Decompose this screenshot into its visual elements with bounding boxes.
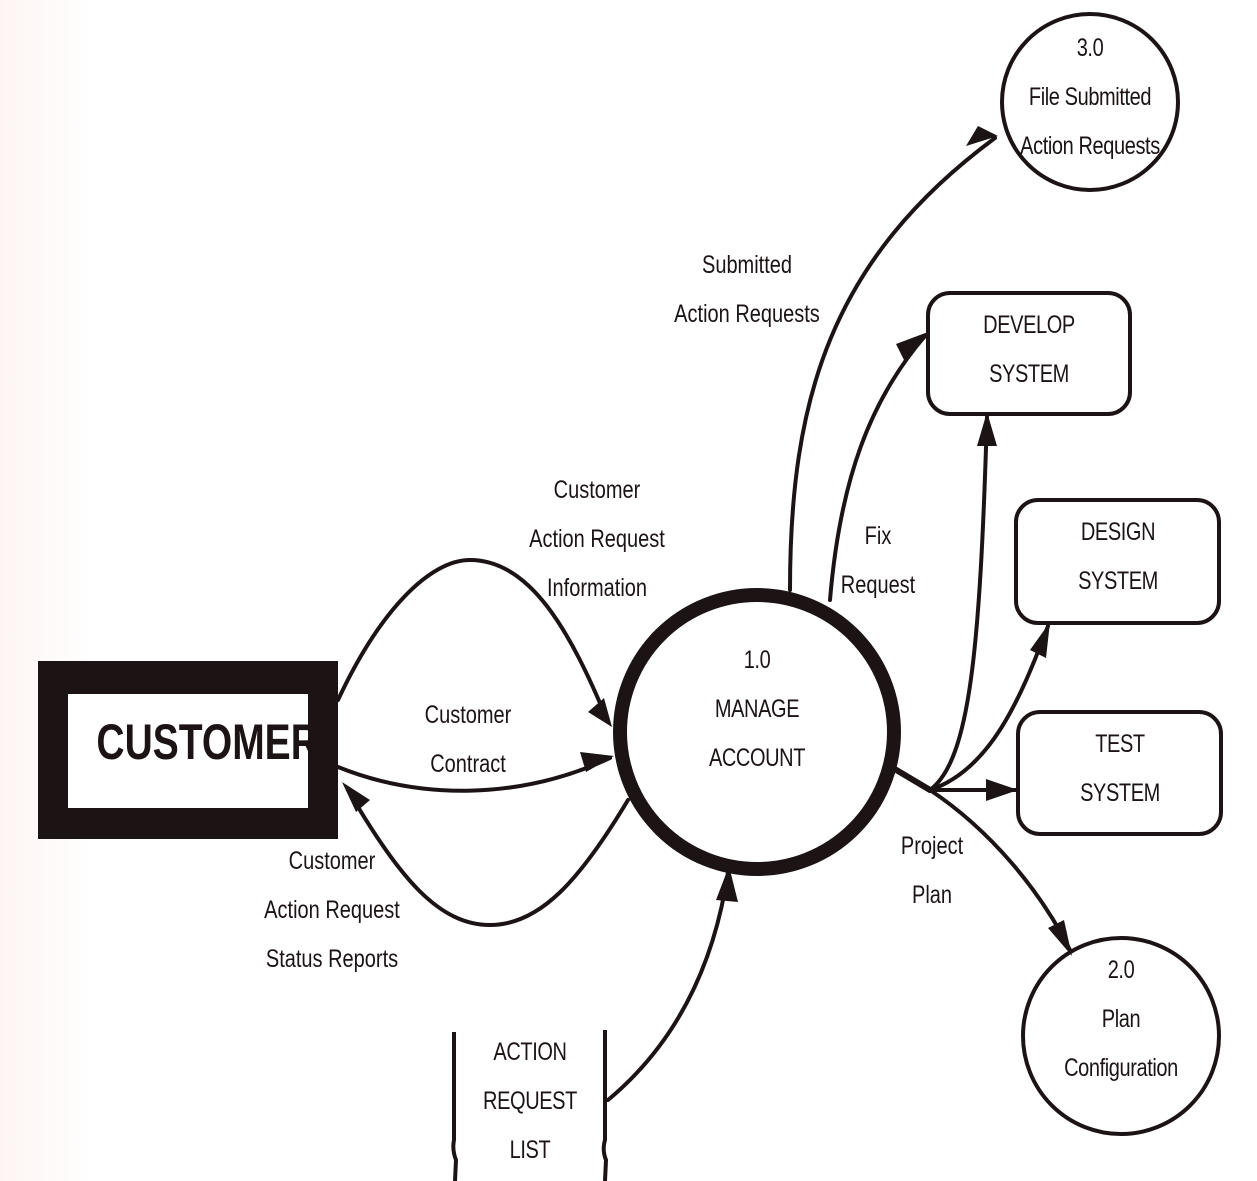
flow-label-customer-contract: Customer Contract [388,691,548,789]
flow-label-line: Action Request [529,525,665,553]
arrowhead-icon [342,782,370,812]
process-1-label: 1.0 MANAGE ACCOUNT [677,636,837,783]
arrowhead-icon [580,752,614,772]
flow-label-line: Project [900,832,964,860]
flow-customer-action-request-information[interactable] [336,557,610,724]
flow-fix-request[interactable] [828,334,927,602]
action-request-list-store[interactable] [451,1030,609,1181]
flow-label-line: Submitted [701,251,793,279]
flow-customer-contract[interactable] [336,756,612,793]
develop-system-line-1: DEVELOP [983,311,1075,339]
flow-label-line: Customer [288,847,376,875]
design-system-label: DESIGN SYSTEM [1037,508,1199,606]
action-request-list-label: ACTION REQUEST LIST [470,1028,590,1175]
process-1-number: 1.0 [743,646,771,674]
test-system-label: TEST SYSTEM [1039,720,1201,818]
process-2-label: 2.0 Plan Configuration [1041,946,1201,1093]
customer-entity[interactable] [38,661,338,839]
flow-label-line: Fix [864,522,892,550]
flow-label-line: Plan [911,881,953,909]
flow-label-line: Request [840,571,916,599]
design-system-box[interactable] [1014,498,1221,625]
flow-action-request-list[interactable] [606,870,730,1102]
flow-branch-trunk [890,765,933,793]
arrowhead-icon [977,412,997,446]
process-3-line-2: Action Requests [1020,132,1160,160]
flow-label-action-request-information: Customer Action Request Information [517,466,677,613]
process-3-number: 3.0 [1076,34,1104,62]
arrowhead-icon [1030,622,1050,658]
process-1-circle[interactable] [613,588,901,876]
arrowhead-icon [896,332,928,360]
store-line-2: REQUEST [483,1087,577,1115]
store-line-3: LIST [509,1136,551,1164]
arrowhead-icon [716,866,738,902]
design-system-line-2: SYSTEM [1078,567,1158,595]
process-3-line-1: File Submitted [1028,83,1152,111]
process-2-line-2: Configuration [1064,1054,1178,1082]
flow-label-line: Status Reports [265,945,399,973]
process-1-line-2: ACCOUNT [708,744,806,772]
flow-label-line: Action Requests [674,300,820,328]
store-right-edge [601,1030,609,1181]
store-left-edge [451,1032,459,1181]
develop-system-label: DEVELOP SYSTEM [948,301,1110,399]
test-system-line-1: TEST [1095,730,1145,758]
flow-label-project-plan: Project Plan [884,822,980,920]
process-3-circle[interactable] [1000,12,1180,192]
flow-label-line: Contract [430,750,506,778]
flow-label-submitted-action-requests: Submitted Action Requests [667,241,827,339]
flow-label-status-reports: Customer Action Request Status Reports [252,837,412,984]
flow-label-fix-request: Fix Request [830,512,926,610]
flow-label-line: Customer [424,701,512,729]
flow-label-line: Customer [553,476,641,504]
process-2-number: 2.0 [1107,956,1135,984]
develop-system-line-2: SYSTEM [989,360,1069,388]
process-3-label: 3.0 File Submitted Action Requests [1010,24,1170,171]
flow-customer-status-reports[interactable] [346,788,630,928]
customer-inner [68,694,308,808]
flow-submitted-action-requests[interactable] [788,136,997,592]
process-2-line-1: Plan [1101,1005,1141,1033]
arrowhead-icon [1048,920,1072,956]
test-system-box[interactable] [1016,710,1223,836]
flow-to-develop-system[interactable] [928,414,989,792]
arrowhead-icon [588,698,612,727]
develop-system-box[interactable] [926,291,1132,416]
customer-label: CUSTOMER [96,714,319,770]
arrowhead-icon [986,779,1018,801]
process-2-circle[interactable] [1021,936,1221,1136]
store-line-1: ACTION [493,1038,567,1066]
test-system-line-2: SYSTEM [1080,779,1160,807]
design-system-line-1: DESIGN [1080,518,1156,546]
flow-label-line: Information [546,574,648,602]
arrowhead-icon [966,126,998,146]
flow-label-line: Action Request [264,896,400,924]
process-1-line-1: MANAGE [714,695,800,723]
